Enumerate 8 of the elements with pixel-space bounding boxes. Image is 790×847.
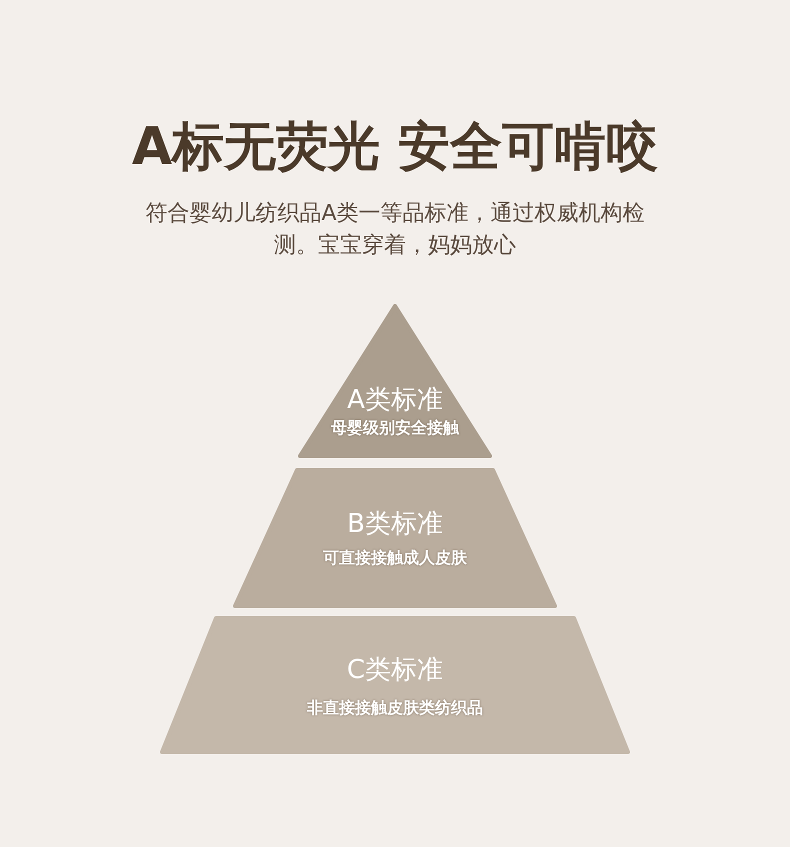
tier-heading: C类标准 [346, 654, 444, 687]
tier-description: 非直接接触皮肤类纺织品 [306, 698, 484, 719]
tier-description: 可直接接触成人皮肤 [322, 548, 468, 569]
tier-heading: B类标准 [346, 508, 444, 541]
page-title: A标无荧光 安全可啃咬 [130, 116, 660, 179]
subtitle-text: 符合婴幼儿纺织品A类一等品标准，通过权威机构检测。宝宝穿着，妈妈放心 [144, 200, 646, 260]
tier-description: 母婴级别安全接触 [330, 418, 460, 439]
tier-heading: A类标准 [346, 384, 444, 417]
